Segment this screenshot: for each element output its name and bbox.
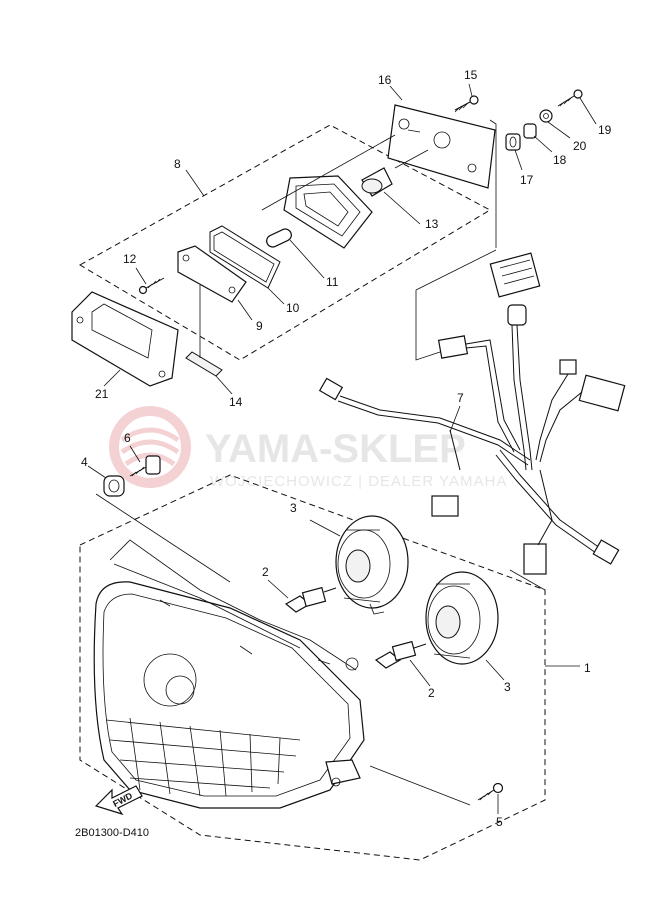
callout-14: 14	[229, 395, 243, 409]
bulb-part-11	[266, 228, 292, 248]
forward-arrow-icon: FWD	[94, 785, 143, 816]
callout-12: 12	[123, 252, 137, 266]
callout-19: 19	[598, 123, 612, 137]
bolt-part-6	[129, 455, 161, 477]
screw-part-5	[477, 782, 504, 801]
callout-4: 4	[81, 455, 88, 469]
callout-5: 5	[496, 815, 503, 829]
callout-1: 1	[584, 661, 591, 675]
plate-part-21	[71, 291, 179, 387]
callout-21: 21	[95, 387, 109, 401]
wire-harness-part-7	[318, 252, 626, 575]
bulb-part-2-upper	[284, 586, 337, 613]
callout-13: 13	[425, 217, 439, 231]
screw-part-12	[138, 277, 165, 295]
watermark-title: YAMA-SKLEP	[205, 427, 466, 471]
callout-10: 10	[286, 301, 300, 315]
reflector-part-14	[185, 351, 223, 377]
lens-cover-part-9	[177, 245, 247, 303]
watermark-subtitle: WOJCIECHOWICZ | DEALER YAMAHA	[210, 473, 507, 490]
callout-11: 11	[326, 275, 339, 289]
callout-3: 3	[290, 501, 297, 515]
lamp-housing	[283, 175, 373, 249]
assembly-1-outline	[79, 474, 546, 861]
grommet-part-4	[103, 475, 125, 497]
assembly-8-outline	[78, 124, 492, 361]
callout-8: 8	[174, 157, 181, 171]
callout-7: 7	[457, 391, 464, 405]
callout-2: 2	[262, 565, 269, 579]
bulb-holder-part-3-lower	[425, 571, 499, 665]
watermark-logo-icon	[109, 406, 191, 488]
callout-18: 18	[553, 153, 567, 167]
callout-2: 2	[428, 686, 435, 700]
bracket-part-16	[387, 104, 496, 189]
bulb-holder-part-3-upper	[335, 515, 409, 615]
callout-3: 3	[504, 680, 511, 694]
bulb-part-2-lower	[374, 640, 427, 669]
collar-part-18	[523, 123, 537, 139]
callout-9: 9	[256, 319, 263, 333]
callout-15: 15	[464, 68, 478, 82]
screw-part-19	[557, 89, 583, 107]
callout-17: 17	[520, 173, 534, 187]
grommet-part-17	[505, 133, 521, 151]
callout-20: 20	[573, 139, 587, 153]
diagram-code: 2B01300-D410	[75, 827, 149, 839]
bulb-socket-part-13	[361, 167, 393, 197]
gasket-part-10	[209, 225, 281, 289]
headlight-assembly-part-1	[93, 539, 365, 809]
callout-16: 16	[378, 73, 392, 87]
washer-part-20	[539, 109, 553, 123]
callout-6: 6	[124, 431, 131, 445]
screw-part-15	[454, 95, 479, 113]
